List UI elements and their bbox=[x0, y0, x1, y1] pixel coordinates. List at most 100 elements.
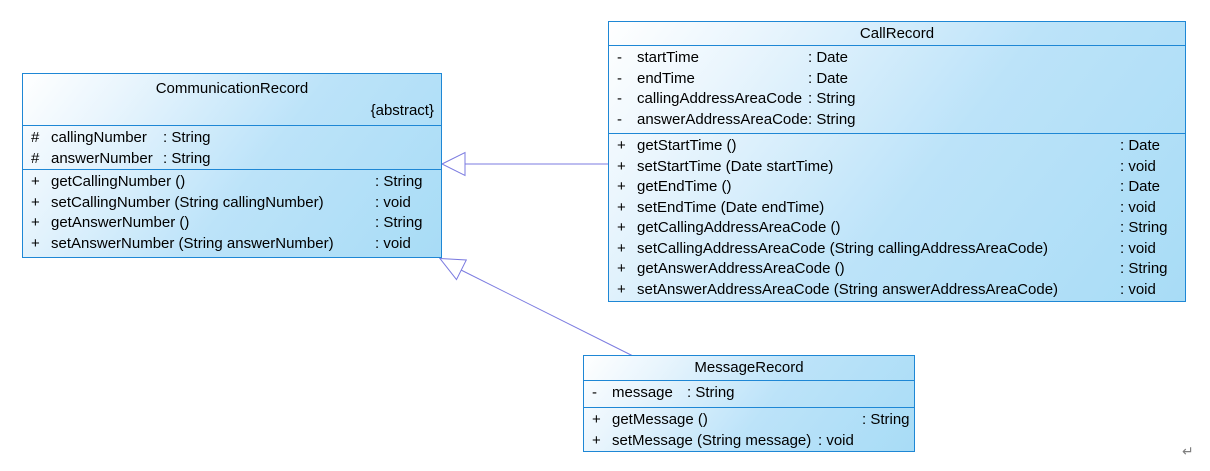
member-row: + getMessage () : String bbox=[584, 410, 914, 431]
member-type: : String bbox=[1120, 260, 1168, 277]
member-type: : String bbox=[808, 110, 856, 128]
class-title-block: CommunicationRecord {abstract} bbox=[23, 74, 441, 125]
class-name: CallRecord bbox=[859, 25, 935, 42]
member-row: + setCallingAddressAreaCode (String calli… bbox=[609, 239, 1185, 260]
member-name: setEndTime (Date endTime) bbox=[637, 198, 825, 216]
member-row: + getCallingAddressAreaCode () : String bbox=[609, 218, 1185, 239]
member-type: : void bbox=[818, 431, 854, 449]
member-row: -answerAddressAreaCode: String bbox=[609, 110, 1185, 131]
attributes-compartment: # callingNumber : String # answerNumber : Str… bbox=[23, 125, 441, 169]
uml-class-messagerecord[interactable]: MessageRecord -message : String + getMessa… bbox=[583, 355, 915, 452]
member-type: : Date bbox=[1120, 178, 1161, 195]
member-row: -endTime : Date bbox=[609, 69, 1185, 90]
generalization-arrow-callrecord[interactable] bbox=[440, 151, 608, 177]
visibility-marker: + bbox=[592, 411, 601, 428]
visibility-marker: # bbox=[31, 149, 40, 167]
member-type: : Date bbox=[808, 49, 849, 66]
member-type: : String bbox=[808, 90, 856, 107]
member-name: setStartTime (Date startTime) bbox=[637, 157, 834, 175]
member-type: : void bbox=[1120, 157, 1156, 175]
visibility-marker: + bbox=[31, 173, 40, 190]
member-name: callingAddressAreaCode bbox=[637, 90, 803, 107]
member-row: -startTime: Date bbox=[609, 48, 1185, 69]
member-row: + getCallingNumber () : String bbox=[23, 172, 441, 193]
member-row: + setCallingNumber (String callingNumber)… bbox=[23, 193, 441, 214]
member-name: getMessage () bbox=[612, 411, 708, 428]
member-type: : void bbox=[1120, 239, 1156, 257]
visibility-marker: - bbox=[617, 69, 622, 87]
member-row: -callingAddressAreaCode : String bbox=[609, 89, 1185, 110]
member-row: +setStartTime (Date startTime): void bbox=[609, 157, 1185, 178]
member-row: + setEndTime (Date endTime) : void bbox=[609, 198, 1185, 219]
member-name: answerAddressAreaCode bbox=[637, 110, 808, 128]
visibility-marker: + bbox=[617, 219, 626, 236]
member-name: answerNumber bbox=[51, 149, 153, 167]
member-name: message bbox=[612, 384, 673, 401]
visibility-marker: + bbox=[617, 280, 626, 298]
member-name: getStartTime () bbox=[637, 137, 737, 154]
member-type: : String bbox=[375, 173, 423, 190]
visibility-marker: - bbox=[617, 90, 622, 107]
uml-class-callrecord[interactable]: CallRecord -startTime: Date-endTime: Dat… bbox=[608, 21, 1186, 302]
methods-compartment: + getCallingNumber () : String + setCallingN… bbox=[23, 169, 441, 254]
member-type: : String bbox=[1120, 219, 1168, 236]
member-type: : Date bbox=[1120, 137, 1161, 154]
visibility-marker: - bbox=[617, 49, 622, 66]
return-mark: ↵ bbox=[1182, 443, 1194, 459]
member-name: callingNumber bbox=[51, 129, 147, 146]
class-name: MessageRecord bbox=[694, 359, 804, 376]
member-name: setAnswerAddressAreaCode (String answerA… bbox=[637, 280, 1059, 298]
member-name: getAnswerNumber () bbox=[51, 214, 190, 231]
member-row: + getEndTime () : Date bbox=[609, 177, 1185, 198]
member-row: # callingNumber : String bbox=[23, 128, 441, 149]
member-row: # answerNumber : String bbox=[23, 149, 441, 170]
member-row: + getAnswerNumber () : String bbox=[23, 213, 441, 234]
member-type: : void bbox=[1120, 280, 1156, 298]
visibility-marker: # bbox=[31, 129, 40, 146]
visibility-marker: + bbox=[617, 260, 626, 277]
member-name: setCallingNumber (String callingNumber) bbox=[51, 193, 324, 211]
member-type: : void bbox=[375, 234, 411, 252]
member-type: : void bbox=[1120, 198, 1156, 216]
methods-compartment: + getMessage () : String + setMessage (Strin… bbox=[584, 407, 914, 451]
member-name: setAnswerNumber (String answerNumber) bbox=[51, 234, 334, 252]
abstract-stereotype: {abstract} bbox=[370, 102, 434, 119]
member-type: : String bbox=[375, 214, 423, 231]
member-type: : String bbox=[862, 411, 910, 428]
class-name: CommunicationRecord bbox=[155, 80, 309, 97]
member-name: setMessage (String message) bbox=[612, 431, 812, 449]
member-type: : void bbox=[375, 193, 411, 211]
visibility-marker: + bbox=[617, 198, 626, 216]
member-name: getCallingNumber () bbox=[51, 173, 186, 190]
attributes-compartment: -message : String bbox=[584, 380, 914, 407]
visibility-marker: - bbox=[592, 384, 597, 401]
member-row: + setAnswerAddressAreaCode (String answer… bbox=[609, 280, 1185, 301]
uml-class-communicationrecord[interactable]: CommunicationRecord {abstract} # callingN… bbox=[22, 73, 442, 258]
visibility-marker: + bbox=[31, 214, 40, 231]
member-name: setCallingAddressAreaCode (String callin… bbox=[637, 239, 1049, 257]
generalization-arrow-messagerecord[interactable] bbox=[438, 257, 634, 357]
visibility-marker: + bbox=[617, 178, 626, 195]
member-row: -message : String bbox=[584, 383, 914, 404]
member-type: : String bbox=[687, 384, 735, 401]
member-row: + getAnswerAddressAreaCode () : String bbox=[609, 259, 1185, 280]
member-name: endTime bbox=[637, 69, 695, 87]
attributes-compartment: -startTime: Date-endTime: Date-callingAd… bbox=[609, 45, 1185, 133]
visibility-marker: - bbox=[617, 110, 622, 128]
visibility-marker: + bbox=[617, 137, 626, 154]
member-name: getAnswerAddressAreaCode () bbox=[637, 260, 845, 277]
member-name: getEndTime () bbox=[637, 178, 732, 195]
member-type: : String bbox=[163, 149, 211, 167]
member-row: + setMessage (String message) : void bbox=[584, 431, 914, 452]
member-name: getCallingAddressAreaCode () bbox=[637, 219, 841, 236]
member-type: : String bbox=[163, 129, 211, 146]
member-type: : Date bbox=[808, 69, 849, 87]
member-row: + getStartTime () : Date bbox=[609, 136, 1185, 157]
member-row: + setAnswerNumber (String answerNumber) : … bbox=[23, 234, 441, 255]
visibility-marker: + bbox=[31, 234, 40, 252]
visibility-marker: + bbox=[617, 239, 626, 257]
methods-compartment: + getStartTime () : Date + setStartTime (Dat… bbox=[609, 133, 1185, 300]
visibility-marker: + bbox=[592, 431, 601, 449]
visibility-marker: + bbox=[31, 193, 40, 211]
